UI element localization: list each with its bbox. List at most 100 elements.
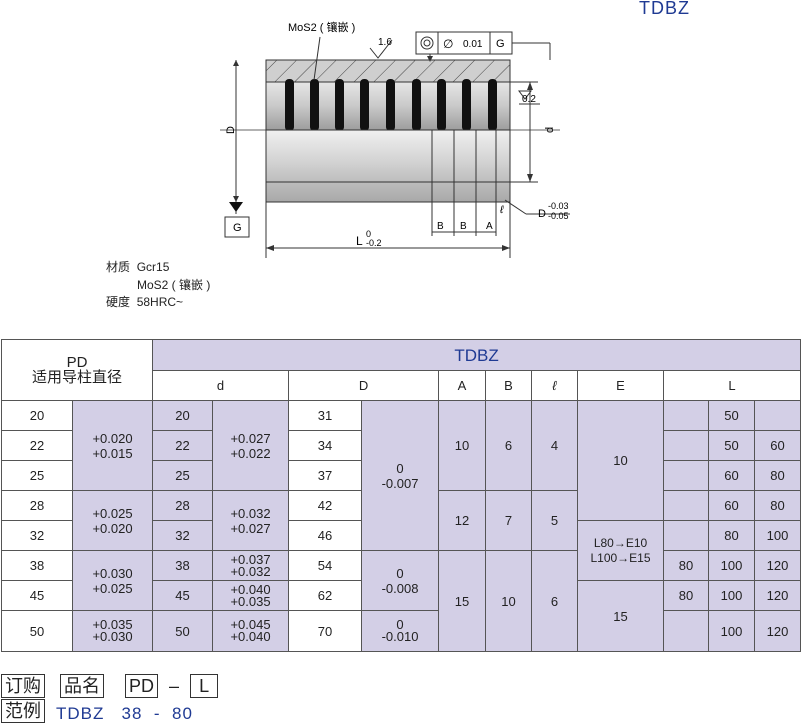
pd-header-title: PD (66, 354, 88, 371)
pd-header-sub: 适用导柱直径 (32, 369, 123, 386)
L-cell: 50 (708, 400, 756, 431)
L-cell: 100 (754, 520, 801, 551)
D-cell: 42 (288, 490, 363, 521)
pd-box: PD (125, 674, 159, 698)
table-row: 38 +0.030 +0.025 38 +0.037 +0.032 54 0 -… (1, 550, 801, 652)
L-cell: 100 (708, 610, 756, 652)
table-row: 50 +0.035 +0.030 50 +0.045 +0.040 70 0 -… (1, 610, 801, 652)
A-label: A (486, 221, 493, 232)
pd-cell: 22 (1, 430, 73, 461)
name-label-box: 品名 (60, 674, 104, 698)
mos2-label: MoS2 ( 镶嵌 ) (288, 20, 355, 34)
D-tol-cell: 0 -0.007 (361, 400, 440, 551)
col-D: D (288, 370, 440, 401)
pd-tol-cell: +0.025 +0.020 (71, 490, 154, 551)
col-B: B (485, 370, 533, 401)
L-cell: 100 (708, 580, 756, 611)
pd-cell: 50 (1, 610, 73, 652)
roughness-0-2: 0.2 (522, 94, 536, 105)
D-tol-label: D (538, 208, 546, 220)
d-cell: 45 (152, 580, 214, 611)
D-dim-label: D (225, 126, 237, 134)
B-cell: 6 (485, 400, 533, 491)
pd-tol-cell: +0.030 +0.025 (71, 550, 154, 611)
B1-label: B (437, 221, 444, 232)
B-cell: 7 (485, 490, 533, 551)
ell-cell: 5 (531, 490, 579, 551)
L-cell: 80 (754, 490, 801, 521)
B-cell: 10 (485, 550, 533, 652)
example-label-box: 范例 (1, 699, 45, 723)
D-cell: 70 (288, 610, 363, 652)
datum-g: G (233, 222, 242, 234)
material-line-1: 材质 Gcr15 (106, 258, 169, 275)
ell-label: ℓ (499, 204, 504, 216)
L-cell: 80 (754, 460, 801, 491)
l-box: L (190, 674, 219, 698)
pd-header: PD 适用导柱直径 (0, 339, 154, 401)
d-tol-cell: +0.045 +0.040 (212, 610, 290, 652)
D-cell: 31 (288, 400, 363, 431)
L-cell: 80 (708, 520, 756, 551)
pd-tol-cell: +0.035 +0.030 (71, 610, 154, 652)
D-tol-upper: -0.03 (548, 201, 569, 211)
D-tol-cell: 0 -0.008 (361, 550, 440, 611)
D-cell: 37 (288, 460, 363, 491)
order-example: TDBZ 38 - 80 (56, 704, 193, 723)
col-d: d (152, 370, 290, 401)
D-tol-cell: 0 -0.010 (361, 610, 440, 652)
E-cell: 15 (577, 580, 665, 652)
col-A: A (438, 370, 487, 401)
d-cell: 32 (152, 520, 214, 551)
E-cell: 10 (577, 400, 665, 521)
bushing-drawing: D d 0.2 1.6 MoS2 ( 镶嵌 ) ∅ 0.01 G G D -0.… (220, 20, 570, 258)
L-cell: 100 (708, 550, 756, 581)
pd-cell: 38 (1, 550, 73, 581)
D-cell: 46 (288, 520, 363, 551)
L-cell: 80 (663, 550, 710, 581)
d-tol-cell: +0.037 +0.032 (212, 550, 290, 581)
order-label-2: 范例 (1, 699, 45, 723)
A-cell: 12 (438, 490, 487, 551)
d-cell: 38 (152, 550, 214, 581)
material-line-3: 硬度 58HRC~ (106, 293, 183, 310)
pd-tol-cell: +0.020 +0.015 (71, 400, 154, 491)
pd-cell: 20 (1, 400, 73, 431)
roughness-1-6: 1.6 (378, 37, 392, 48)
E-cell: L80→E10 L100→E15 (577, 520, 665, 581)
table-row: 45 45 +0.040 +0.035 62 15 80 100 120 (1, 580, 801, 652)
pd-cell: 32 (1, 520, 73, 551)
L-label: L (356, 234, 363, 248)
D-tol-lower: -0.05 (548, 211, 569, 221)
d-cell: 28 (152, 490, 214, 521)
D-cell: 54 (288, 550, 363, 581)
format-dash: – (169, 676, 180, 696)
order-label-1: 订购 (1, 674, 45, 698)
product-code-title: TDBZ (639, 0, 690, 18)
D-cell: 34 (288, 430, 363, 461)
L-upper: 0 (366, 229, 371, 239)
L-cell: 60 (708, 460, 756, 491)
material-line-2: MoS2 ( 镶嵌 ) (137, 278, 211, 292)
d-cell: 20 (152, 400, 214, 431)
datum-ref: G (496, 38, 505, 50)
pd-cell: 25 (1, 460, 73, 491)
order-format: PD – L (125, 674, 219, 698)
d-cell: 50 (152, 610, 214, 652)
col-E: E (577, 370, 665, 401)
A-cell: 10 (438, 400, 487, 491)
table-row: 20 +0.020 +0.015 20 +0.027 +0.022 31 0 -… (1, 400, 801, 551)
concentricity-value: 0.01 (463, 39, 483, 50)
ell-cell: 6 (531, 550, 579, 652)
d-dim-label: d (544, 127, 556, 133)
L-cell: 50 (708, 430, 756, 461)
spec-table: PD 适用导柱直径 TDBZ d D A B ℓ E L 20 +0.020 +… (0, 339, 801, 652)
ell-cell: 4 (531, 400, 579, 491)
material-label: 材质 (106, 260, 131, 274)
d-tol-cell: +0.027 +0.022 (212, 400, 290, 491)
d-tol-cell: +0.040 +0.035 (212, 580, 290, 611)
pd-cell: 45 (1, 580, 73, 611)
table-row: 25 25 37 60 80 (1, 460, 801, 491)
order-label-box: 订购 (1, 674, 45, 698)
L-cell: 80 (663, 580, 710, 611)
